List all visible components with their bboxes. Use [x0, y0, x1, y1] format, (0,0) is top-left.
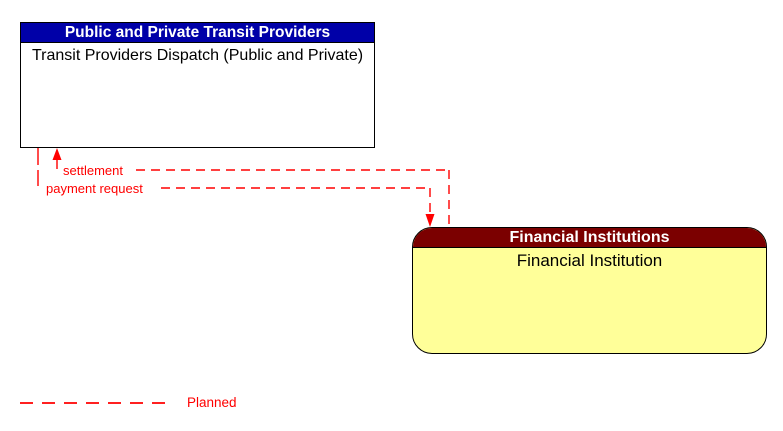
flow-label-payment-request[interactable]: payment request	[45, 181, 144, 196]
node-financial-body: Financial Institution	[516, 251, 663, 270]
node-financial-header: Financial Institutions	[413, 228, 766, 248]
payment-request-arrowhead-icon	[425, 214, 435, 227]
node-transit-body: Transit Providers Dispatch (Public and P…	[21, 43, 374, 66]
node-financial-institution[interactable]: Financial Institutions Financial Institu…	[412, 227, 767, 354]
flow-label-settlement[interactable]: settlement	[62, 163, 124, 178]
legend-planned-label: Planned	[187, 395, 237, 410]
node-transit-header: Public and Private Transit Providers	[21, 23, 374, 43]
settlement-arrowhead-icon	[52, 148, 62, 160]
node-transit-providers[interactable]: Public and Private Transit Providers Tra…	[20, 22, 375, 148]
